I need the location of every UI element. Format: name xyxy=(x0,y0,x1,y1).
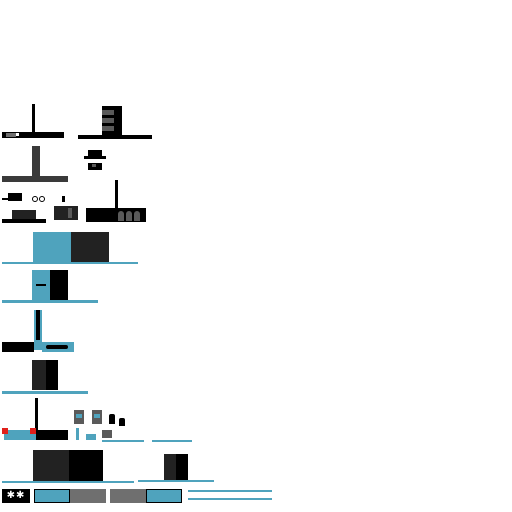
bookshelf-shelf-2 xyxy=(102,118,114,123)
radio-speaker-2 xyxy=(126,211,132,221)
flag-cart xyxy=(4,430,36,440)
bookshelf-floor xyxy=(78,135,152,139)
stove-plate xyxy=(84,156,106,159)
small-block-dark xyxy=(164,454,176,480)
rail-1 xyxy=(102,440,144,442)
slope-left-block xyxy=(2,342,34,352)
flag-marker-left xyxy=(2,428,8,434)
flag-platform xyxy=(36,430,68,440)
stove-top xyxy=(88,150,102,156)
big-block-dark xyxy=(71,232,109,262)
bookshelf-tile xyxy=(78,106,152,140)
desk-set-tile xyxy=(2,190,46,224)
slope-tile xyxy=(2,310,74,354)
battery-1-icon xyxy=(109,414,115,424)
robot-2-eye-icon xyxy=(94,414,100,418)
chimney-floor xyxy=(2,391,88,394)
gadget-2-icon xyxy=(102,430,112,438)
bar-1-left xyxy=(34,489,70,503)
desk-floor xyxy=(2,219,46,223)
bookshelf-shelf-3 xyxy=(102,126,114,131)
red-flag-tile xyxy=(2,398,82,444)
desk-drawer xyxy=(12,210,36,220)
radio-tower-tile xyxy=(86,180,146,224)
wide-block-black xyxy=(69,450,103,482)
door-tile xyxy=(2,270,98,306)
chimney-right xyxy=(46,360,58,390)
big-block-tile xyxy=(2,232,138,266)
bar-2-left xyxy=(110,489,146,503)
bookshelf-shelf-1 xyxy=(102,110,114,115)
wide-block-floor xyxy=(2,481,134,483)
lamp-post-tile xyxy=(2,104,64,140)
chimney-tile xyxy=(2,360,88,396)
crate-slot xyxy=(68,208,72,218)
radio-speaker-3 xyxy=(134,211,140,221)
lamp-post-pole xyxy=(32,104,35,136)
bar-1-right xyxy=(70,489,106,503)
rail-2 xyxy=(152,440,192,442)
crate-body xyxy=(54,206,78,220)
desk-goggles-left xyxy=(32,196,38,202)
battery-2-icon xyxy=(119,418,125,426)
crate-handle xyxy=(62,196,65,202)
slope-ramp xyxy=(46,345,68,349)
bar-2-right xyxy=(146,489,182,503)
wide-block-tile xyxy=(2,450,134,484)
wide-block-dark xyxy=(33,450,69,482)
robot-icons xyxy=(72,408,194,444)
door-panel xyxy=(50,270,68,300)
small-block-tile xyxy=(138,454,214,482)
tall-lamp-base xyxy=(2,176,68,182)
small-block-black xyxy=(176,454,188,480)
stove-grill xyxy=(92,164,96,167)
small-stove-tile xyxy=(84,150,106,172)
star-badge-icon: ✱✱ xyxy=(2,489,30,503)
big-block-teal xyxy=(33,232,71,262)
desk-lamp-arm xyxy=(8,193,22,201)
chimney-left xyxy=(32,360,46,390)
tall-lamp-pole xyxy=(32,146,40,178)
door-hinge xyxy=(36,284,46,286)
flag-pole xyxy=(35,398,38,432)
robot-1-eye-icon xyxy=(76,414,82,418)
radio-antenna xyxy=(115,180,118,210)
small-block-floor xyxy=(138,480,214,482)
ui-bar-row: ✱✱ xyxy=(2,488,274,506)
gadget-1-icon xyxy=(86,434,96,440)
desk-lamp-shade xyxy=(2,198,8,200)
flag-marker-right xyxy=(30,428,36,434)
lamp-post-dot xyxy=(16,133,19,136)
desk-goggles-right xyxy=(39,196,45,202)
big-block-floor xyxy=(2,262,138,264)
lamp-post-base xyxy=(2,132,64,138)
flag-stick xyxy=(76,428,79,440)
lamp-post-wheels xyxy=(6,133,16,137)
crate-tile xyxy=(54,196,78,222)
bar-line-2 xyxy=(188,498,272,500)
radio-speaker-1 xyxy=(118,211,124,221)
door-floor xyxy=(2,300,98,303)
slope-post-core xyxy=(36,310,40,340)
bar-line-1 xyxy=(188,490,272,492)
tall-lamp-tile xyxy=(2,146,68,184)
